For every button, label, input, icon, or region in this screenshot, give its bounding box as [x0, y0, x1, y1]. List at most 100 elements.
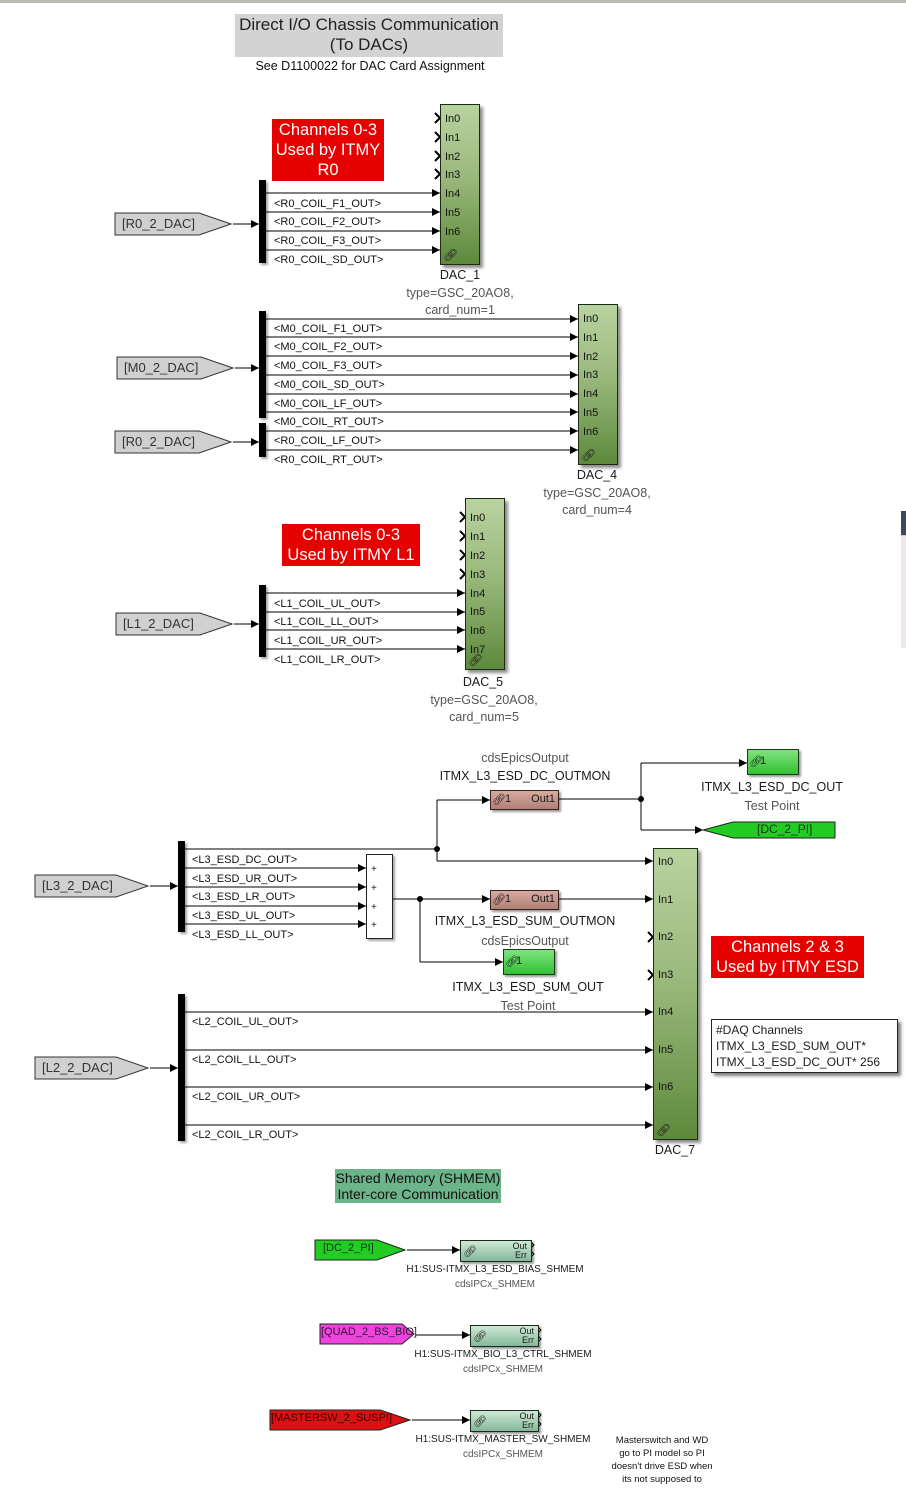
arrowhead	[432, 189, 440, 197]
sum-outmon-block[interactable]: 🔗︎ 1 Out1	[490, 890, 559, 910]
port-label: In5	[658, 1044, 674, 1056]
arrowhead	[432, 208, 440, 216]
arrowhead	[570, 390, 578, 398]
from-tag-m0-2-dac[interactable]: [M0_2_DAC]	[116, 356, 235, 380]
port-label: In3	[658, 969, 674, 981]
note-shmem: Shared Memory (SHMEM) Inter-core Communi…	[335, 1169, 501, 1203]
signal-label: <L2_COIL_LR_OUT>	[192, 1129, 299, 1141]
bus-selector-r0[interactable]	[259, 180, 266, 263]
dac-1-card: card_num=1	[425, 303, 495, 317]
dac-7-block[interactable]: In0 In1 In2 In3 In4 In5 In6 🔗︎	[653, 848, 698, 1140]
in-port-label: 1	[760, 755, 767, 767]
note-line: Channels 2 & 3	[731, 938, 844, 956]
tag-label: [L3_2_DAC]	[42, 878, 113, 893]
tag-label: [L2_2_DAC]	[42, 1060, 113, 1075]
port-label: In1	[658, 894, 674, 906]
arrowhead	[495, 958, 503, 966]
sum-sign: +	[371, 902, 377, 913]
signal-label: <M0_COIL_F3_OUT>	[274, 360, 383, 372]
dac-1-block[interactable]: In0 In1 In2 In3 In4 In5 In6 🔗︎	[440, 104, 480, 265]
library-link-icon: 🔗︎	[463, 1246, 477, 1258]
port-label: In4	[583, 388, 599, 400]
shmem-name: H1:SUS-ITMX_MASTER_SW_SHMEM	[415, 1434, 591, 1445]
note-esd-channels: Channels 2 & 3 Used by ITMY ESD	[711, 936, 864, 978]
bus-selector-r0-lr[interactable]	[259, 423, 266, 457]
bus-selector-l3[interactable]	[178, 841, 185, 932]
signal-label: <M0_COIL_F1_OUT>	[274, 323, 383, 335]
tag-label: [L1_2_DAC]	[123, 616, 194, 631]
sum-block[interactable]: + + + +	[366, 854, 393, 939]
arrowhead	[358, 864, 366, 872]
daq-line: #DAQ Channels	[716, 1023, 803, 1037]
arrowhead	[251, 364, 259, 372]
shmem-name: H1:SUS-ITMX_L3_ESD_BIAS_SHMEM	[406, 1264, 584, 1275]
from-tag-l3-2-dac[interactable]: [L3_2_DAC]	[34, 874, 150, 898]
background-window-panel	[901, 535, 906, 648]
signal-label: <R0_COIL_RT_OUT>	[274, 454, 383, 466]
arrowhead	[645, 1046, 653, 1054]
err-port-label: Err	[522, 1420, 534, 1430]
arrowhead	[570, 333, 578, 341]
signal-label: <L3_ESD_DC_OUT>	[192, 854, 298, 866]
arrowhead	[170, 1064, 178, 1072]
dc-outmon-block[interactable]: 🔗︎ 1 Out1	[490, 790, 559, 810]
sum-outmon-type: cdsEpicsOutput	[481, 934, 569, 948]
port-label: In4	[658, 1006, 674, 1018]
arrowhead	[570, 315, 578, 323]
signal-label: <M0_COIL_LF_OUT>	[274, 398, 383, 410]
shmem-block-esd-bias[interactable]: 🔗︎ Out Err	[460, 1240, 532, 1262]
port-label: In5	[470, 606, 486, 618]
from-tag-l1-2-dac[interactable]: [L1_2_DAC]	[115, 612, 234, 636]
arrowhead	[645, 1083, 653, 1091]
port-label: In1	[583, 332, 599, 344]
from-tag-dc-2-pi[interactable]: [DC_2_PI]	[314, 1239, 407, 1261]
err-port-label: Err	[522, 1335, 534, 1345]
library-link-icon: 🔗︎	[443, 248, 459, 262]
signal-label: <R0_COIL_SD_OUT>	[274, 254, 384, 266]
library-link-icon: 🔗︎	[473, 1416, 487, 1428]
bus-selector-l1[interactable]	[259, 585, 266, 657]
signal-label: <L3_ESD_UL_OUT>	[192, 910, 296, 922]
signal-label: <L1_COIL_LR_OUT>	[274, 654, 381, 666]
from-tag-r0-2-dac-2[interactable]: [R0_2_DAC]	[114, 430, 233, 454]
note-line: Used by ITMY R0	[275, 141, 381, 179]
port-label: In4	[445, 188, 461, 200]
bus-selector-l2[interactable]	[178, 994, 185, 1141]
arrowhead	[457, 608, 465, 616]
shmem-block-bio-l3-ctrl[interactable]: 🔗︎ Out Err	[470, 1325, 539, 1347]
dac-4-block[interactable]: In0 In1 In2 In3 In4 In5 In6 🔗︎	[578, 304, 618, 465]
arrowhead	[432, 227, 440, 235]
sum-out-testpoint-block[interactable]: 🔗︎ 1	[503, 949, 555, 975]
shmem-block-master-sw[interactable]: 🔗︎ Out Err	[470, 1410, 539, 1432]
signal-label: <M0_COIL_SD_OUT>	[274, 379, 385, 391]
arrowhead	[570, 408, 578, 416]
signal-label: <R0_COIL_LF_OUT>	[274, 435, 381, 447]
out-port-label: Out1	[531, 793, 555, 805]
signal-label: <L1_COIL_LL_OUT>	[274, 616, 379, 628]
dc-out-testpoint-block[interactable]: 🔗︎ 1	[747, 749, 799, 775]
arrowhead	[462, 1416, 470, 1424]
goto-tag-dc-2-pi[interactable]: [DC_2_PI]	[701, 821, 837, 839]
dc-outmon-type: cdsEpicsOutput	[481, 751, 569, 765]
dac-4-card: card_num=4	[562, 503, 632, 517]
dac-5-block[interactable]: In0 In1 In2 In3 In4 In5 In6 In7 🔗︎	[465, 498, 505, 670]
sum-out-tp-name: ITMX_L3_ESD_SUM_OUT	[452, 980, 604, 994]
library-link-icon: 🔗︎	[468, 653, 484, 667]
dac-7-name: DAC_7	[654, 1143, 696, 1157]
arrowhead	[251, 438, 259, 446]
window-top-border	[0, 0, 906, 3]
signal-label: <L3_ESD_LR_OUT>	[192, 891, 296, 903]
port-label: In2	[470, 550, 486, 562]
library-link-icon: 🔗︎	[505, 956, 519, 968]
from-tag-l2-2-dac[interactable]: [L2_2_DAC]	[34, 1056, 150, 1080]
from-tag-mastersw-2-suspi[interactable]: [MASTERSW_2_SUSPI]	[269, 1409, 412, 1431]
from-tag-r0-2-dac[interactable]: [R0_2_DAC]	[114, 212, 233, 236]
masterswitch-comment: Masterswitch and WD go to PI model so PI…	[598, 1434, 726, 1486]
arrowhead	[570, 371, 578, 379]
signal-label: <L2_COIL_UR_OUT>	[192, 1091, 301, 1103]
err-port-label: Err	[515, 1250, 527, 1260]
arrowhead	[570, 446, 578, 454]
bus-selector-m0[interactable]	[259, 311, 266, 418]
from-tag-quad-2-bs-bio[interactable]: [QUAD_2_BS_BIO]	[319, 1323, 417, 1345]
sum-out-tp-type: Test Point	[500, 999, 556, 1013]
